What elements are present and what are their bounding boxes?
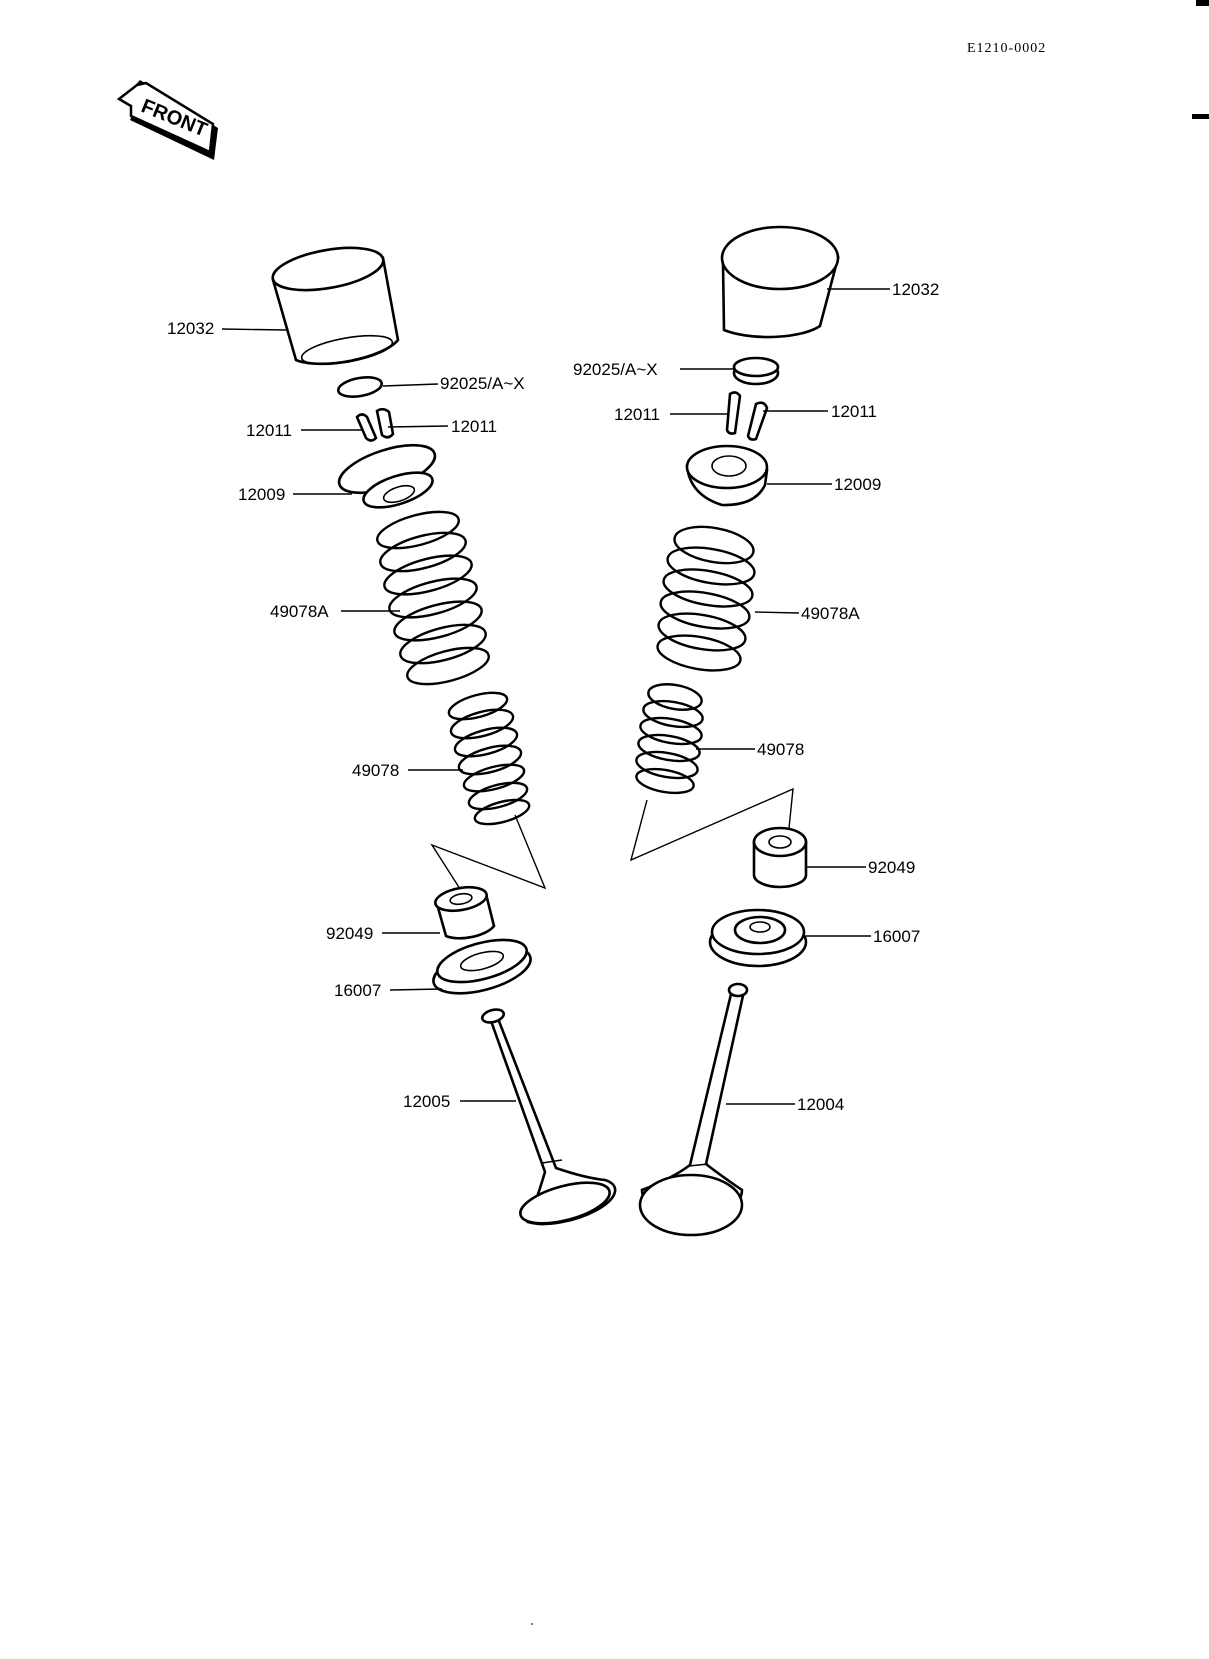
label-left-exhaust-valve: 12005 [403, 1092, 450, 1111]
scan-mark-top [1196, 0, 1209, 6]
left-shim [336, 376, 384, 398]
right-retainer [685, 444, 769, 507]
left-retainer [337, 443, 437, 509]
right-tappet [720, 225, 840, 339]
left-inner-spring [447, 691, 531, 826]
label-right-stem-seal: 92049 [868, 858, 915, 877]
front-arrow-icon: FRONT [116, 80, 218, 160]
left-cotters [355, 407, 395, 442]
label-left-retainer: 12009 [238, 485, 285, 504]
right-shim [732, 356, 780, 386]
label-left-stem-seal: 92049 [326, 924, 373, 943]
label-right-inner-spring: 49078 [757, 740, 804, 759]
right-stem-seal [752, 826, 808, 889]
right-intake-valve [638, 982, 749, 1237]
left-stem-seal [434, 885, 496, 940]
label-right-retainer: 12009 [834, 475, 881, 494]
label-right-intake-valve: 12004 [797, 1095, 844, 1114]
right-inner-spring [635, 683, 704, 795]
leader-lines [221, 288, 890, 1105]
right-outer-spring [656, 525, 756, 672]
scan-speck [531, 1623, 533, 1625]
right-cotters [725, 391, 769, 441]
label-left-spring-seat: 16007 [334, 981, 381, 1000]
label-right-outer-spring: 49078A [801, 604, 860, 623]
label-left-tappet: 12032 [167, 319, 214, 338]
label-right-cotter-b: 12011 [831, 402, 877, 421]
right-spring-seat [708, 908, 808, 968]
label-right-cotter-a: 12011 [614, 405, 660, 424]
left-valve-assembly [271, 246, 617, 1226]
label-right-shim: 92025/A~X [573, 360, 658, 379]
left-spring-seat [432, 938, 532, 995]
left-zigzag-leader [430, 814, 547, 893]
scan-mark-mid [1192, 114, 1209, 119]
right-valve-assembly [629, 225, 840, 1237]
label-right-spring-seat: 16007 [873, 927, 920, 946]
label-left-cotter-b: 12011 [451, 417, 497, 436]
drawing-code: E1210-0002 [967, 41, 1046, 56]
right-zigzag-leader [629, 787, 794, 862]
label-left-cotter-a: 12011 [246, 421, 292, 440]
left-exhaust-valve [480, 1008, 617, 1226]
left-outer-spring [376, 510, 490, 686]
label-left-shim: 92025/A~X [440, 374, 525, 393]
left-tappet [271, 246, 400, 366]
label-left-inner-spring: 49078 [352, 761, 399, 780]
label-left-outer-spring: 49078A [270, 602, 329, 621]
label-right-tappet: 12032 [892, 280, 939, 299]
